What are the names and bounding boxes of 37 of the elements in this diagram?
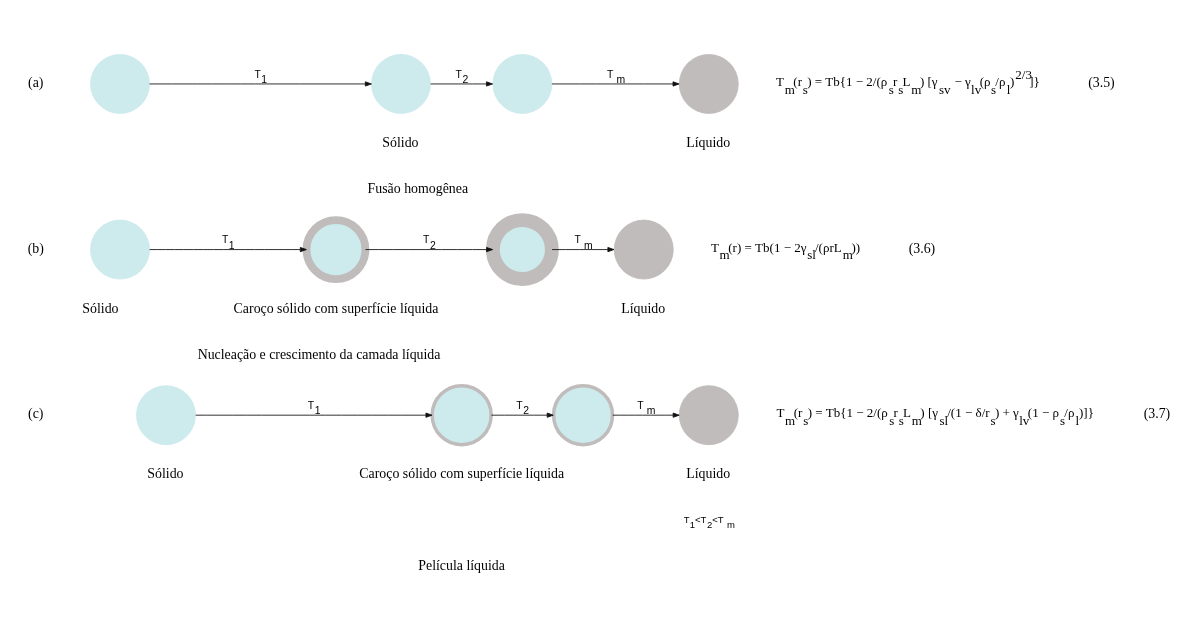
- arrow: [551, 247, 615, 253]
- label: (3.5): [1088, 75, 1115, 91]
- node-circle: [492, 54, 553, 114]
- node-circle: [551, 383, 615, 447]
- node-circle: [430, 383, 493, 447]
- label: (3.7): [1143, 406, 1171, 422]
- arrow: [430, 81, 493, 87]
- arrow: [365, 247, 494, 253]
- node-label: Caroço sólido com superfície líquida: [359, 466, 565, 482]
- node-circle: [90, 54, 150, 114]
- node-label: Sólido: [82, 300, 119, 316]
- arrow: [149, 81, 372, 87]
- label: (3.6): [908, 240, 936, 256]
- label: Película líquida: [418, 558, 505, 574]
- node-label: Sólido: [382, 135, 419, 151]
- arrow: [195, 412, 433, 418]
- node-circle: [136, 385, 196, 446]
- node-label: Sólido: [147, 466, 184, 482]
- label: Fusão homogênea: [367, 181, 469, 197]
- node-circle: [613, 219, 674, 280]
- label: Nucleação e crescimento da camada líquida: [197, 346, 441, 362]
- label: (b): [27, 240, 44, 256]
- node-label: Caroço sólido com superfície líquida: [233, 300, 439, 316]
- node-circle: [90, 219, 150, 280]
- arrow: [490, 412, 554, 418]
- node-circle: [678, 54, 739, 114]
- arrow: [612, 412, 680, 418]
- node-label: Líquido: [686, 135, 731, 151]
- node-circle: [371, 54, 431, 114]
- node-label: Líquido: [686, 466, 731, 482]
- arrow: [149, 247, 307, 253]
- node-circle: [678, 385, 739, 446]
- label: (c): [28, 406, 44, 422]
- node-label: Líquido: [621, 300, 666, 316]
- node-circle: [302, 216, 370, 283]
- arrow: [551, 81, 680, 87]
- label: (a): [28, 75, 44, 91]
